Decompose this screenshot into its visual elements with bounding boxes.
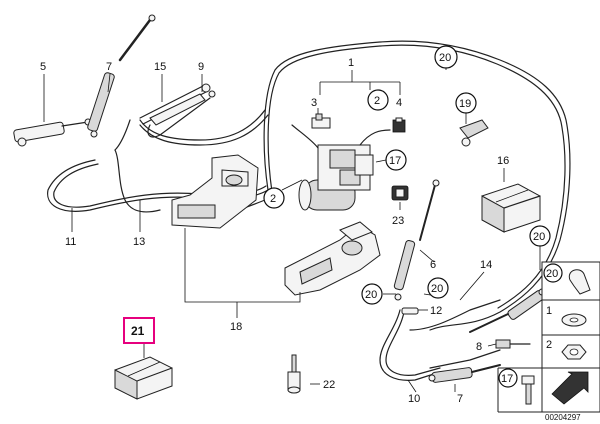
callout-18: 18 <box>230 321 242 333</box>
legend-circle-17 <box>498 368 518 388</box>
main-wiring-harness <box>263 40 571 331</box>
callout-8: 8 <box>476 341 482 353</box>
part-22-pin <box>287 354 301 394</box>
callout-10: 10 <box>408 393 420 405</box>
callout-3: 3 <box>311 97 317 109</box>
callout-circle-19 <box>455 92 477 114</box>
clip-icon <box>568 269 591 295</box>
callout-15: 15 <box>154 61 166 73</box>
callout-20d: 20 <box>431 283 443 295</box>
callout-2a: 2 <box>374 95 380 107</box>
part-4-clip <box>392 117 406 133</box>
legend-20: 20 <box>546 268 558 280</box>
callout-4: 4 <box>396 97 402 109</box>
callouts: 5 7 15 9 1 3 2 4 20 19 17 2 23 16 20 11 … <box>40 45 551 405</box>
callout-11: 11 <box>65 236 76 248</box>
callout-1: 1 <box>348 57 354 69</box>
callout-22: 22 <box>323 379 335 391</box>
callout-20b: 20 <box>533 231 545 243</box>
part-7-gas-spring <box>87 14 156 138</box>
part-13-cover <box>171 154 259 229</box>
part-21-box <box>114 356 173 400</box>
callout-9: 9 <box>198 61 204 73</box>
callout-circle-20d <box>427 277 449 299</box>
callout-7: 7 <box>106 61 112 73</box>
highlight-box-21 <box>123 317 155 344</box>
lower-strut <box>428 364 501 383</box>
part-15-cable <box>139 83 211 126</box>
part-9-pin <box>147 90 216 138</box>
callout-21-highlight: 21 <box>123 317 155 344</box>
part-1-hydraulic-unit <box>291 124 391 211</box>
part-14-strut <box>469 288 546 333</box>
callout-6: 6 <box>430 259 436 271</box>
callout-19: 19 <box>459 98 471 110</box>
part-10-cable <box>379 299 501 381</box>
callout-2b: 2 <box>270 193 276 205</box>
callout-13: 13 <box>133 236 145 248</box>
part-23-connector <box>391 185 409 201</box>
callout-16: 16 <box>497 155 509 167</box>
part-18-housing <box>284 221 381 296</box>
part-6-gas-spring <box>393 179 440 301</box>
legend-17: 17 <box>501 373 513 385</box>
part-19-clip <box>459 114 489 147</box>
callout-circle-20c <box>361 283 383 305</box>
part-16-box <box>481 183 541 233</box>
callout-circle-20a <box>434 45 458 69</box>
part-5-strut <box>13 118 92 147</box>
callout-circle-2a <box>367 89 389 111</box>
legend-2: 2 <box>546 339 552 351</box>
callout-7-lower: 7 <box>457 393 463 405</box>
legend-circle-20 <box>543 263 563 283</box>
bolt-icon <box>521 375 535 385</box>
callout-23: 23 <box>392 215 404 227</box>
callout-circle-20b <box>529 225 551 247</box>
legend-1: 1 <box>546 305 552 317</box>
leader-lines <box>43 62 541 393</box>
document-id: 00204297 <box>545 413 581 422</box>
callout-20a: 20 <box>439 52 451 64</box>
callout-20c: 20 <box>365 289 377 301</box>
small-parts-legend: 20 1 2 17 <box>497 261 600 413</box>
part-8-bolt <box>495 339 531 349</box>
callout-12: 12 <box>430 305 442 317</box>
arrow-icon <box>551 371 589 405</box>
callout-5: 5 <box>40 61 46 73</box>
callout-14: 14 <box>480 259 492 271</box>
callout-21: 21 <box>131 324 145 338</box>
part-3-bracket <box>311 108 331 129</box>
callout-circle-17 <box>385 149 407 171</box>
callout-17: 17 <box>389 155 401 167</box>
part-12-pin <box>401 307 419 315</box>
callout-circle-2b <box>263 187 285 209</box>
